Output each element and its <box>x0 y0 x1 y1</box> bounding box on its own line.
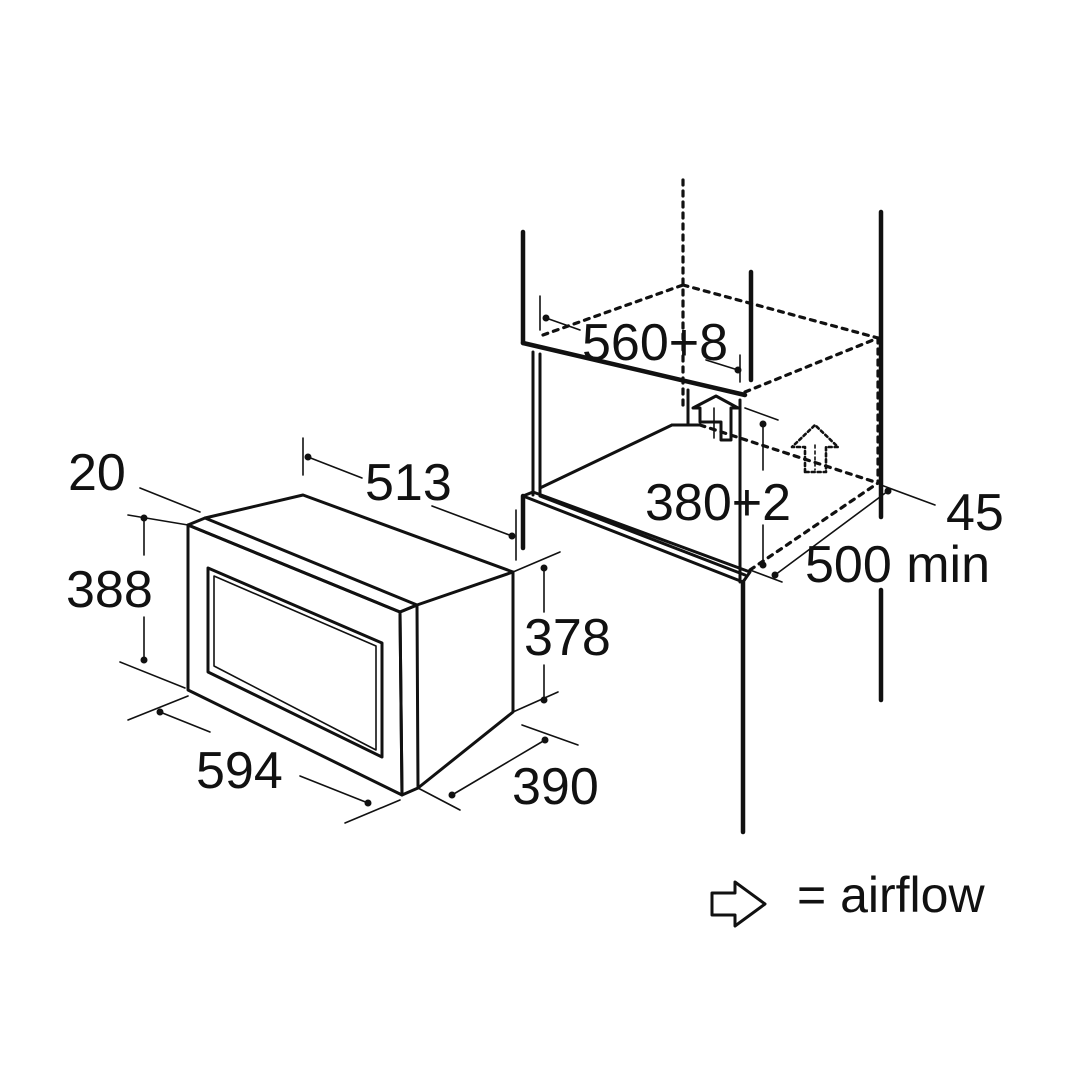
label-niche-width: 560+8 <box>582 314 728 372</box>
dim-line-390 <box>451 739 546 796</box>
dim-dot-500-front <box>771 571 779 579</box>
dim-dot-513-right <box>508 532 516 540</box>
hidden-top-right <box>681 283 880 340</box>
dim-line-513-a <box>307 456 363 479</box>
label-front-height: 388 <box>66 561 153 619</box>
ext-line-500-front <box>749 569 783 583</box>
ext-line-390-right <box>521 724 579 746</box>
ext-line-378-top <box>512 551 561 573</box>
label-body-height: 378 <box>524 609 611 667</box>
label-niche-height: 380+2 <box>645 474 791 532</box>
legend-label: = airflow <box>797 867 985 923</box>
dim-line-560-a <box>545 317 581 331</box>
dim-dot-380-top <box>759 420 767 428</box>
door-window <box>206 566 384 759</box>
dim-dot-390-left <box>448 791 456 799</box>
body-top-left-edge <box>203 493 515 607</box>
hidden-top-front <box>743 336 880 394</box>
ext-line-380-top <box>744 407 779 421</box>
dim-dot-513-left <box>304 453 312 461</box>
dim-dot-380-bottom <box>759 561 767 569</box>
dim-dot-390-right <box>541 736 549 744</box>
hidden-floor-right <box>698 423 880 485</box>
ext-line-378-bottom <box>512 691 559 713</box>
dim-line-594-a <box>159 711 211 733</box>
dim-dot-378-bottom <box>540 696 548 704</box>
dim-line-20 <box>139 487 201 513</box>
door-top-rim <box>186 516 419 614</box>
dim-dot-560-left <box>542 314 550 322</box>
airflow-arrow-shape <box>691 394 740 442</box>
niche-back-floor <box>538 423 674 490</box>
niche-floor-front <box>521 490 752 584</box>
legend: = airflow <box>710 867 985 928</box>
airflow-arrow-icon <box>691 394 740 442</box>
label-width: 594 <box>196 742 283 800</box>
airflow-arrow-hidden-icon <box>790 423 840 474</box>
ext-line-390-left <box>417 787 461 811</box>
dim-line-560-b <box>705 359 739 371</box>
dimension-labels: 20 513 388 378 594 390 560+8 380+2 500 m… <box>66 314 1004 816</box>
appliance-dimensions <box>119 437 579 824</box>
dim-dot-594-right <box>364 799 372 807</box>
dim-line-45 <box>880 484 936 506</box>
label-rear-gap: 45 <box>946 484 1004 542</box>
installation-niche <box>520 178 884 835</box>
label-body-width: 513 <box>365 454 452 512</box>
ext-line-594-right <box>344 799 401 824</box>
outline-arrow-icon <box>710 880 767 928</box>
dim-line-500 <box>774 490 889 576</box>
top-shelf-edge <box>520 340 748 398</box>
door-side-rim <box>398 603 420 797</box>
hidden-floor-front <box>748 481 880 572</box>
airflow-hidden-arrow-shape <box>790 423 840 474</box>
ext-line-388-top <box>127 514 189 526</box>
dim-line-594-b <box>299 775 369 804</box>
label-door-depth: 20 <box>68 444 126 502</box>
niche-dimensions <box>539 295 936 583</box>
dim-dot-500-back <box>884 487 892 495</box>
dim-dot-594-left <box>156 708 164 716</box>
niche-floor-inner <box>538 494 747 577</box>
dim-dot-388-top <box>140 514 148 522</box>
ext-line-388-bottom <box>119 661 186 689</box>
body-right-side <box>416 570 515 790</box>
dim-dot-378-top <box>540 564 548 572</box>
ext-line-594-left <box>127 695 189 721</box>
label-niche-depth: 500 min <box>805 536 990 594</box>
hidden-top-left <box>541 283 685 337</box>
dim-dot-388-bottom <box>140 656 148 664</box>
door-window-inner <box>213 575 377 751</box>
label-depth: 390 <box>512 758 599 816</box>
dim-line-513-b <box>431 505 513 537</box>
dim-dot-560-right <box>734 366 742 374</box>
